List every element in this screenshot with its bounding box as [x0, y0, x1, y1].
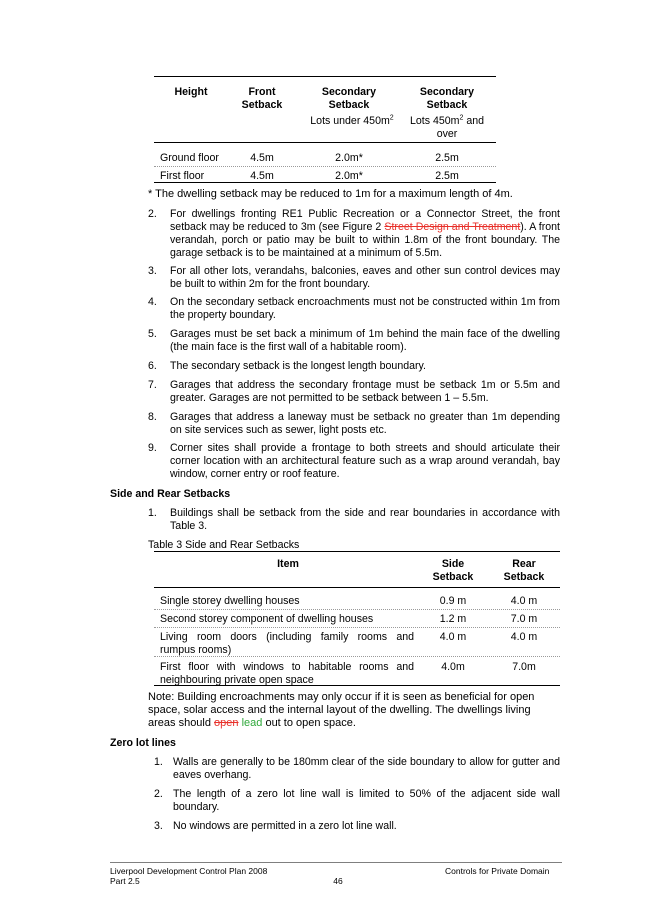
list-number: 7.: [148, 379, 157, 391]
section-heading-zero-lot: Zero lot lines: [110, 737, 176, 749]
footer-doc-title: Liverpool Development Control Plan 2008: [110, 866, 268, 876]
table3-bottom-rule: [154, 685, 560, 686]
list-number: 1.: [148, 507, 157, 519]
table1-cell: 2.0m*: [335, 152, 363, 164]
list-item: The secondary setback is the longest len…: [170, 360, 426, 372]
list-number: 2.: [154, 788, 163, 800]
footer-section-title: Controls for Private Domain: [445, 866, 550, 876]
section-heading-side-rear: Side and Rear Setbacks: [110, 488, 231, 500]
table3-cell: Second storey component of dwelling hous…: [160, 613, 374, 625]
table3-header-item: Item: [277, 558, 299, 570]
table1-cell: 2.0m*: [335, 170, 363, 182]
table3-cell: 4.0 m: [510, 595, 538, 607]
table3-cell: 1.2 m: [439, 613, 467, 625]
list-item: Garages must be set back a minimum of 1m…: [170, 328, 560, 353]
footer-page-number: 46: [333, 876, 343, 886]
table1-cell: 2.5m: [435, 152, 459, 164]
table1-bottom-rule: [154, 182, 496, 183]
footnote: * The dwelling setback may be reduced to…: [148, 188, 513, 200]
list-item: Garages that address the secondary front…: [170, 379, 560, 404]
list-number: 4.: [148, 296, 157, 308]
table1-cell: 4.5m: [250, 152, 274, 164]
list-item: No windows are permitted in a zero lot l…: [173, 820, 397, 832]
table3-row-rule: [154, 609, 560, 610]
list-number: 6.: [148, 360, 157, 372]
list-number: 8.: [148, 411, 157, 423]
footer-part: Part 2.5: [110, 876, 140, 886]
table3-top-rule: [154, 551, 560, 552]
table3-cell: 7.0 m: [510, 613, 538, 625]
table1-header-height: Height: [174, 86, 208, 98]
list-item: For all other lots, verandahs, balconies…: [170, 265, 560, 290]
footer-rule: [110, 862, 562, 863]
table3-caption: Table 3 Side and Rear Setbacks: [148, 539, 300, 551]
list-item: For dwellings fronting RE1 Public Recrea…: [170, 208, 560, 259]
table3-cell: 7.0m: [512, 661, 536, 673]
table3-row-rule: [154, 656, 560, 657]
table1-cell: 4.5m: [250, 170, 274, 182]
table1-cell: Ground floor: [160, 152, 219, 164]
table3-header-side: Side Setback: [432, 558, 474, 583]
table1-cell: First floor: [160, 170, 205, 182]
table3-cell: 4.0 m: [510, 631, 538, 643]
table3-cell: 0.9 m: [439, 595, 467, 607]
table1-header-secondary-2: Secondary Setback: [419, 86, 475, 111]
table3-cell: Single storey dwelling houses: [160, 595, 300, 607]
table1-header-secondary-1: Secondary Setback: [321, 86, 377, 111]
table1-sub-lots-over: Lots 450m2 and over: [410, 114, 484, 140]
table3-header-rear: Rear Setback: [503, 558, 545, 583]
list-item: On the secondary setback encroachments m…: [170, 296, 560, 321]
table3-cell: 4.0m: [441, 661, 465, 673]
list-number: 3.: [154, 820, 163, 832]
note-paragraph: Note: Building encroachments may only oc…: [148, 691, 535, 729]
list-item: Buildings shall be setback from the side…: [170, 507, 560, 532]
list-number: 5.: [148, 328, 157, 340]
table1-sub-lots-under: Lots under 450m2: [310, 114, 394, 127]
table1-cell: 2.5m: [435, 170, 459, 182]
table3-cell: First floor with windows to habitable ro…: [160, 661, 414, 686]
list-number: 9.: [148, 442, 157, 454]
table3-cell: Living room doors (including family room…: [160, 631, 414, 656]
list-number: 1.: [154, 756, 163, 768]
table1-header-rule: [154, 142, 496, 143]
table3-row-rule: [154, 627, 560, 628]
table1-top-rule: [154, 76, 496, 77]
list-number: 3.: [148, 265, 157, 277]
table1-row-rule: [154, 166, 496, 167]
list-item: Walls are generally to be 180mm clear of…: [173, 756, 560, 781]
list-item: Corner sites shall provide a frontage to…: [170, 442, 560, 480]
list-item: The length of a zero lot line wall is li…: [173, 788, 560, 813]
list-item: Garages that address a laneway must be s…: [170, 411, 560, 436]
table1-header-front: Front Setback: [241, 86, 283, 111]
table3-cell: 4.0 m: [439, 631, 467, 643]
list-number: 2.: [148, 208, 157, 220]
table3-header-rule: [154, 587, 560, 588]
